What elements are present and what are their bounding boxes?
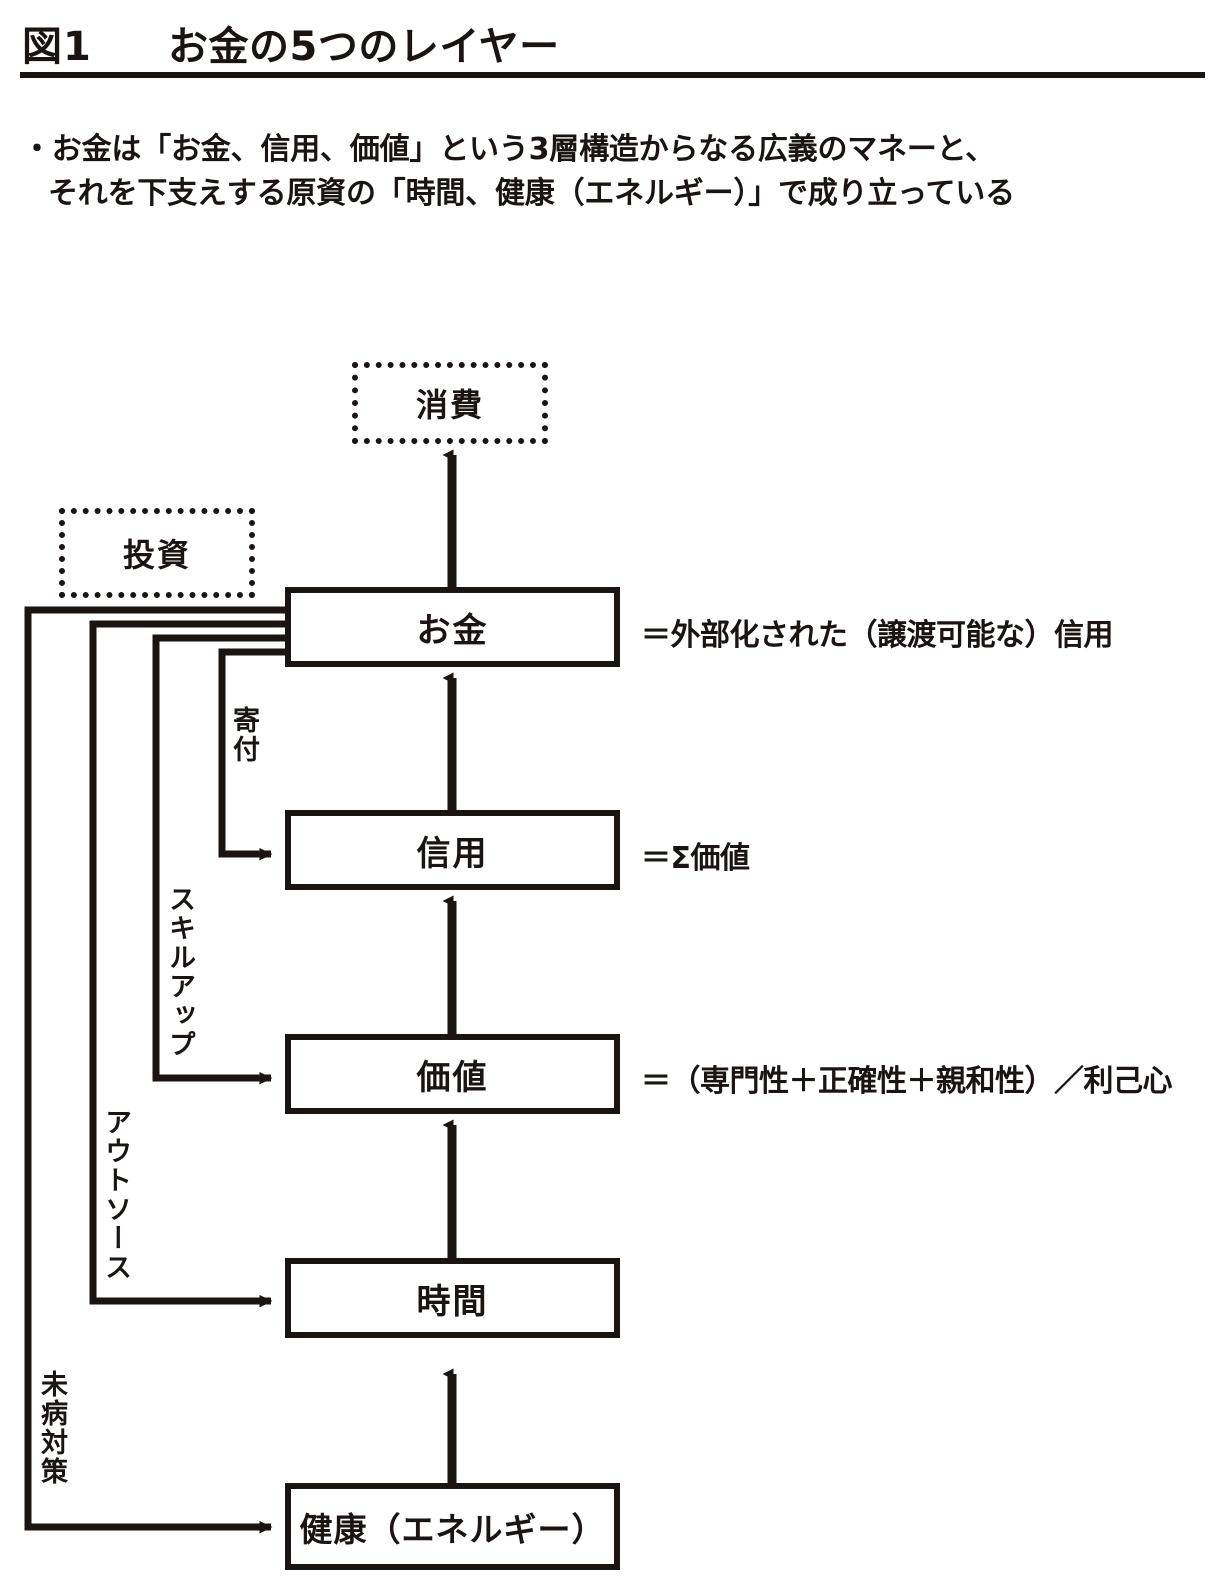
figure-header: 図1 お金の5つのレイヤー bbox=[0, 0, 1221, 82]
node-credit-label: 信用 bbox=[416, 833, 489, 874]
node-money-label: お金 bbox=[416, 610, 489, 651]
wire-outsource bbox=[89, 620, 286, 1308]
node-time[interactable]: 時間 bbox=[285, 1258, 620, 1338]
wire-prevention bbox=[24, 606, 286, 1534]
node-time-label: 時間 bbox=[416, 1281, 489, 1322]
edge-label-donation: 寄付 bbox=[228, 706, 259, 764]
node-consumption-label: 消費 bbox=[415, 386, 484, 424]
edge-label-skill-up: スキルアップ bbox=[164, 885, 195, 1059]
annotation-credit: ＝Σ価値 bbox=[641, 841, 750, 876]
node-value[interactable]: 価値 bbox=[285, 1034, 620, 1114]
node-investment[interactable]: 投資 bbox=[59, 508, 255, 598]
node-investment-label: 投資 bbox=[122, 536, 191, 574]
annotation-money: ＝外部化された（譲渡可能な）信用 bbox=[641, 618, 1114, 653]
summary-bullet: ・お金は「お金、信用、価値」という3層構造からなる広義のマネーと、 それを下支え… bbox=[22, 128, 1202, 215]
annotation-value: ＝（専門性＋正確性＋親和性）／利己心 bbox=[641, 1064, 1173, 1099]
edge-label-prevention: 未病対策 bbox=[36, 1370, 67, 1486]
node-health[interactable]: 健康（エネルギー） bbox=[285, 1483, 620, 1570]
title-divider bbox=[20, 72, 1205, 78]
node-credit[interactable]: 信用 bbox=[285, 810, 620, 890]
node-health-label: 健康（エネルギー） bbox=[299, 1509, 606, 1549]
wire-donation bbox=[218, 648, 286, 861]
figure-number: 図1 bbox=[22, 24, 92, 70]
summary-line-1: ・お金は「お金、信用、価値」という3層構造からなる広義のマネーと、 bbox=[22, 132, 996, 167]
edge-label-outsource: アウトソース bbox=[100, 1108, 131, 1282]
figure-title: お金の5つのレイヤー bbox=[168, 24, 560, 70]
summary-line-2: それを下支えする原資の「時間、健康（エネルギー）」で成り立っている bbox=[48, 175, 1015, 211]
node-consumption[interactable]: 消費 bbox=[352, 362, 548, 444]
node-value-label: 価値 bbox=[416, 1057, 489, 1098]
node-money[interactable]: お金 bbox=[285, 587, 620, 667]
wire-skill-up bbox=[152, 634, 286, 1085]
